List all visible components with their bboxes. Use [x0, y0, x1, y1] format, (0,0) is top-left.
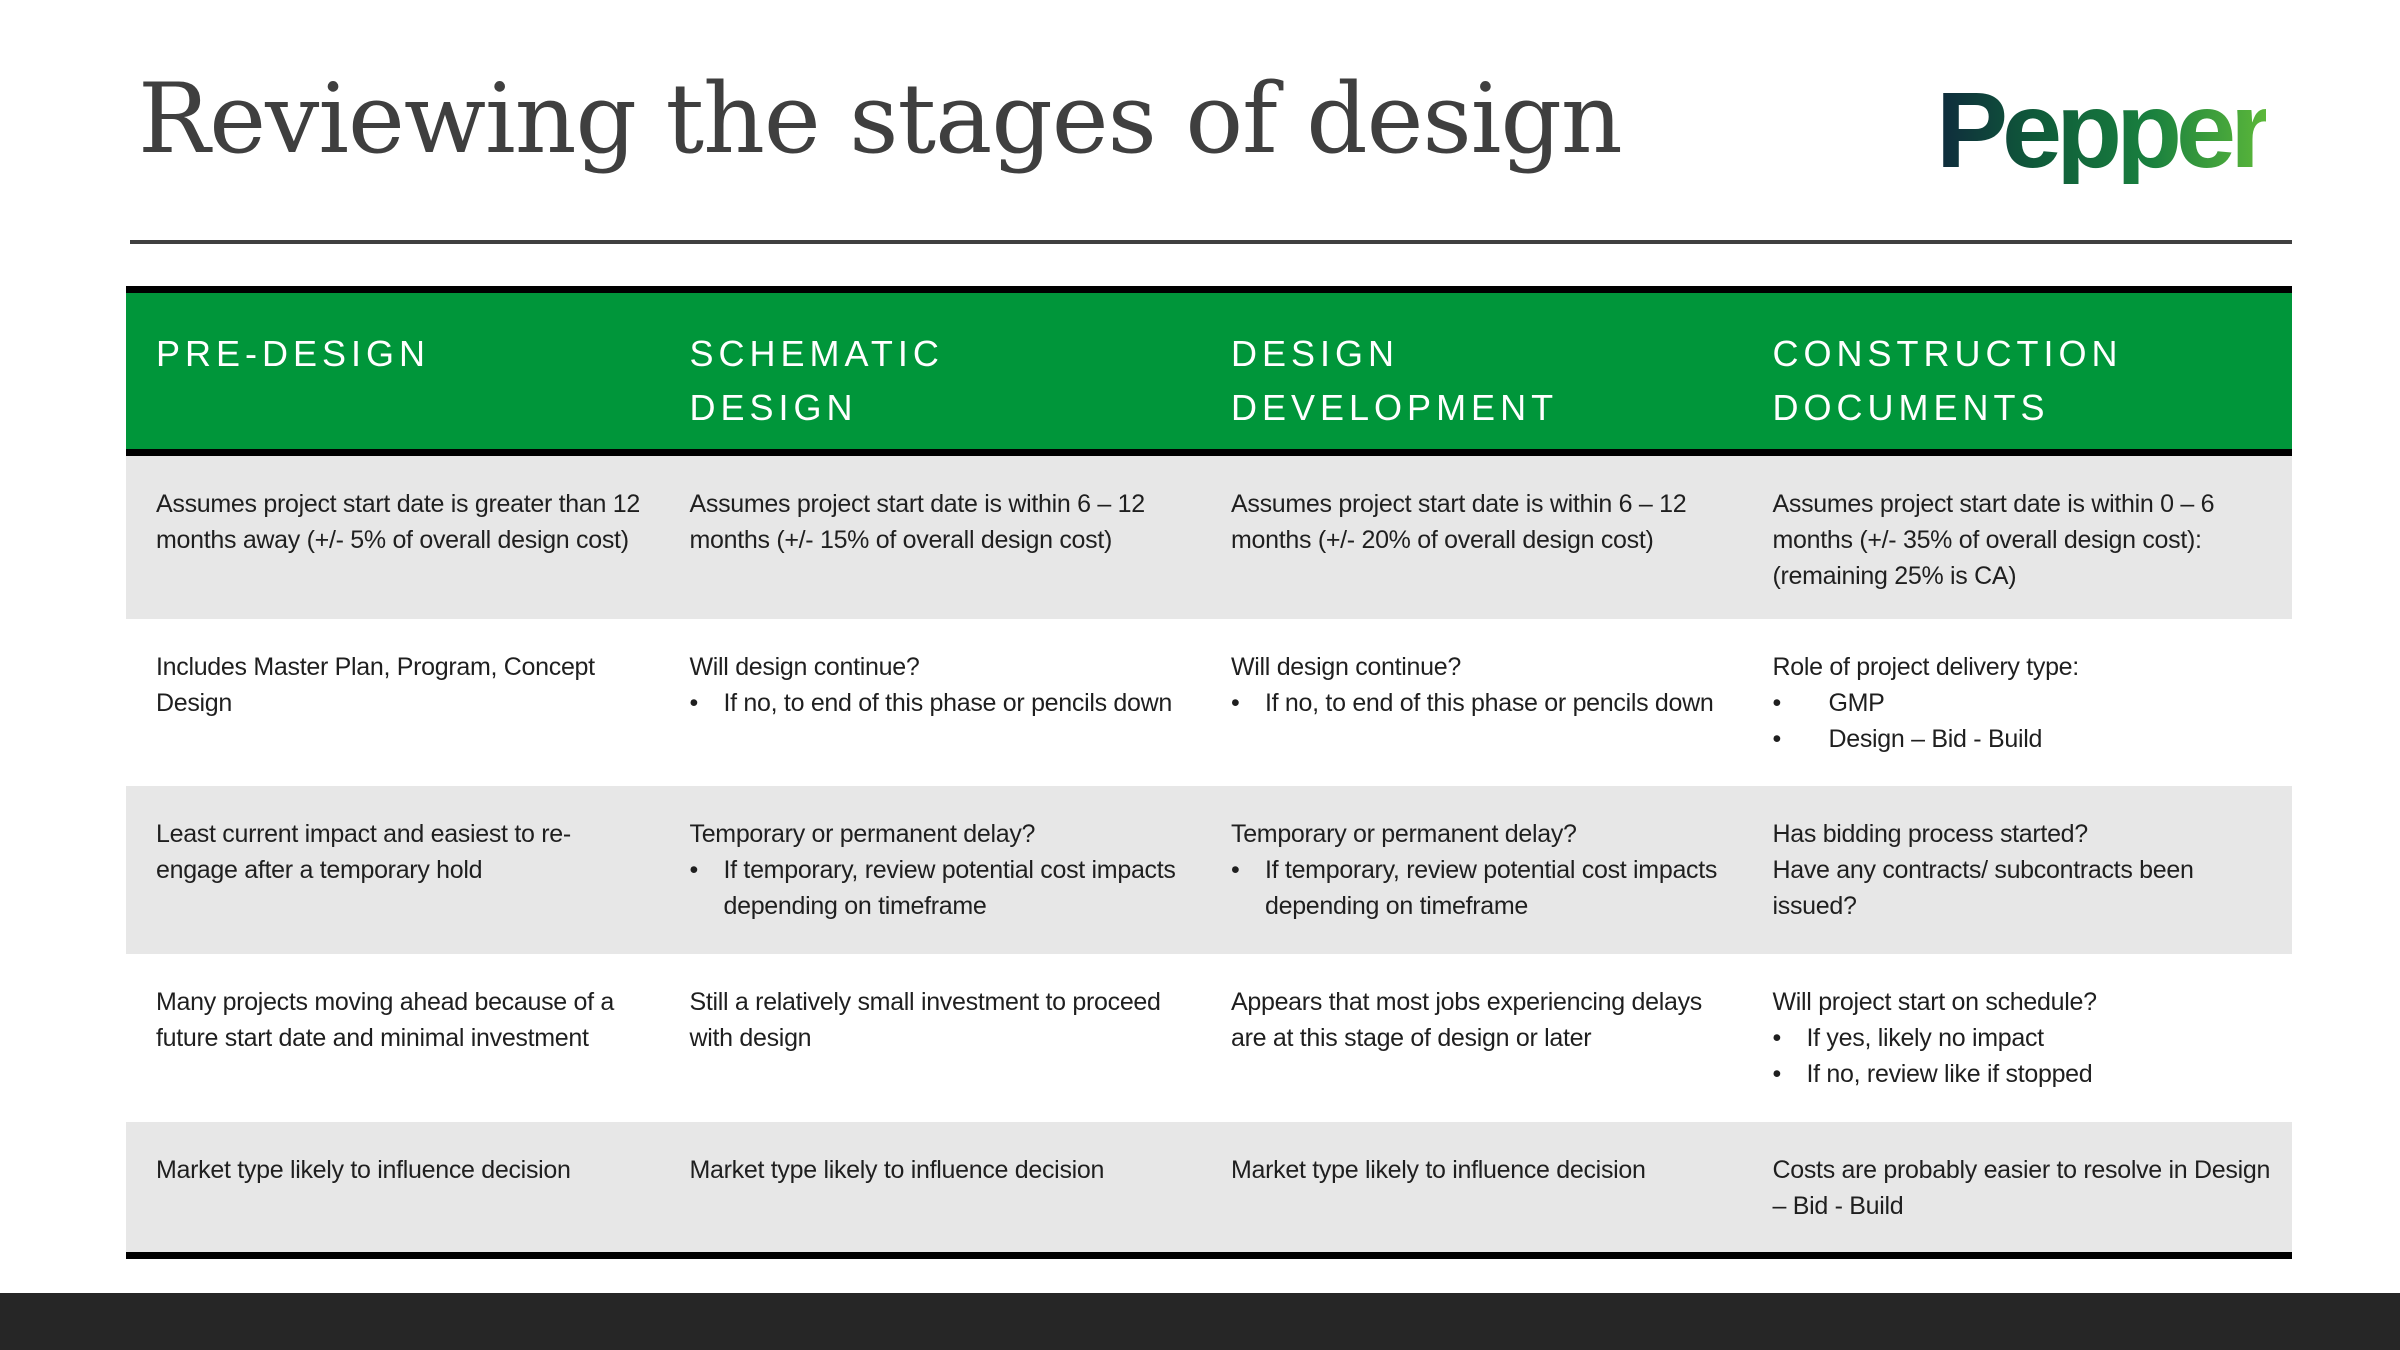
table-row: Includes Master Plan, Program, Concept D…: [126, 619, 2292, 786]
bullet-list: If yes, likely no impact If no, review l…: [1773, 1020, 2273, 1092]
title-divider: [130, 240, 2292, 244]
bullet-list: GMP Design – Bid - Build: [1773, 685, 2273, 757]
bullet-list: If no, to end of this phase or pencils d…: [1231, 685, 1731, 721]
slide-title: Reviewing the stages of design: [138, 63, 1623, 175]
table-cell: Assumes project start date is within 6 –…: [1231, 490, 1687, 554]
table-row: Least current impact and easiest to re-e…: [126, 786, 2292, 954]
table-cell: Will design continue? If no, to end of t…: [668, 619, 1210, 786]
header-schematic-design: SCHEMATIC DESIGN: [689, 333, 944, 428]
table-cell: Least current impact and easiest to re-e…: [156, 820, 571, 884]
pepper-logo: Pepper: [1936, 69, 2272, 190]
table-cell: Market type likely to influence decision: [156, 1156, 571, 1184]
table-row: Market type likely to influence decision…: [126, 1122, 2292, 1252]
table-cell: Assumes project start date is within 6 –…: [689, 490, 1146, 554]
table-cell: Has bidding process started? Have any co…: [1772, 820, 2194, 920]
footer-band: [0, 1293, 2400, 1350]
table-cell: Appears that most jobs experiencing dela…: [1231, 988, 1703, 1052]
table-cell: Temporary or permanent delay? If tempora…: [668, 786, 1210, 954]
table-bottom-border: [126, 1252, 2292, 1259]
design-stages-table: PRE-DESIGN SCHEMATIC DESIGN DESIGN DEVEL…: [126, 286, 2292, 1259]
table-header-row: PRE-DESIGN SCHEMATIC DESIGN DESIGN DEVEL…: [126, 286, 2292, 456]
table-cell: Still a relatively small investment to p…: [689, 988, 1161, 1052]
bullet-list: If temporary, review potential cost impa…: [690, 852, 1190, 924]
table-cell: Market type likely to influence decision: [689, 1156, 1105, 1184]
table-cell: Role of project delivery type: GMP Desig…: [1751, 619, 2293, 786]
table-cell: Will design continue? If no, to end of t…: [1209, 619, 1751, 786]
table-cell: Assumes project start date is greater th…: [156, 490, 640, 554]
table-row: Assumes project start date is greater th…: [126, 456, 2292, 619]
table-cell: Will project start on schedule? If yes, …: [1751, 954, 2293, 1122]
bullet-list: If no, to end of this phase or pencils d…: [690, 685, 1190, 721]
table-cell: Includes Master Plan, Program, Concept D…: [156, 653, 595, 717]
table-cell: Assumes project start date is within 0 –…: [1772, 490, 2215, 590]
table-cell: Temporary or permanent delay? If tempora…: [1209, 786, 1751, 954]
table-cell: Costs are probably easier to resolve in …: [1772, 1156, 2271, 1220]
header-pre-design: PRE-DESIGN: [156, 333, 431, 374]
bullet-list: If temporary, review potential cost impa…: [1231, 852, 1731, 924]
header-construction-documents: CONSTRUCTION DOCUMENTS: [1772, 333, 2123, 428]
table-cell: Market type likely to influence decision: [1231, 1156, 1646, 1184]
table-cell: Many projects moving ahead because of a …: [156, 988, 615, 1052]
header-design-development: DESIGN DEVELOPMENT: [1231, 333, 1559, 428]
table-row: Many projects moving ahead because of a …: [126, 954, 2292, 1122]
